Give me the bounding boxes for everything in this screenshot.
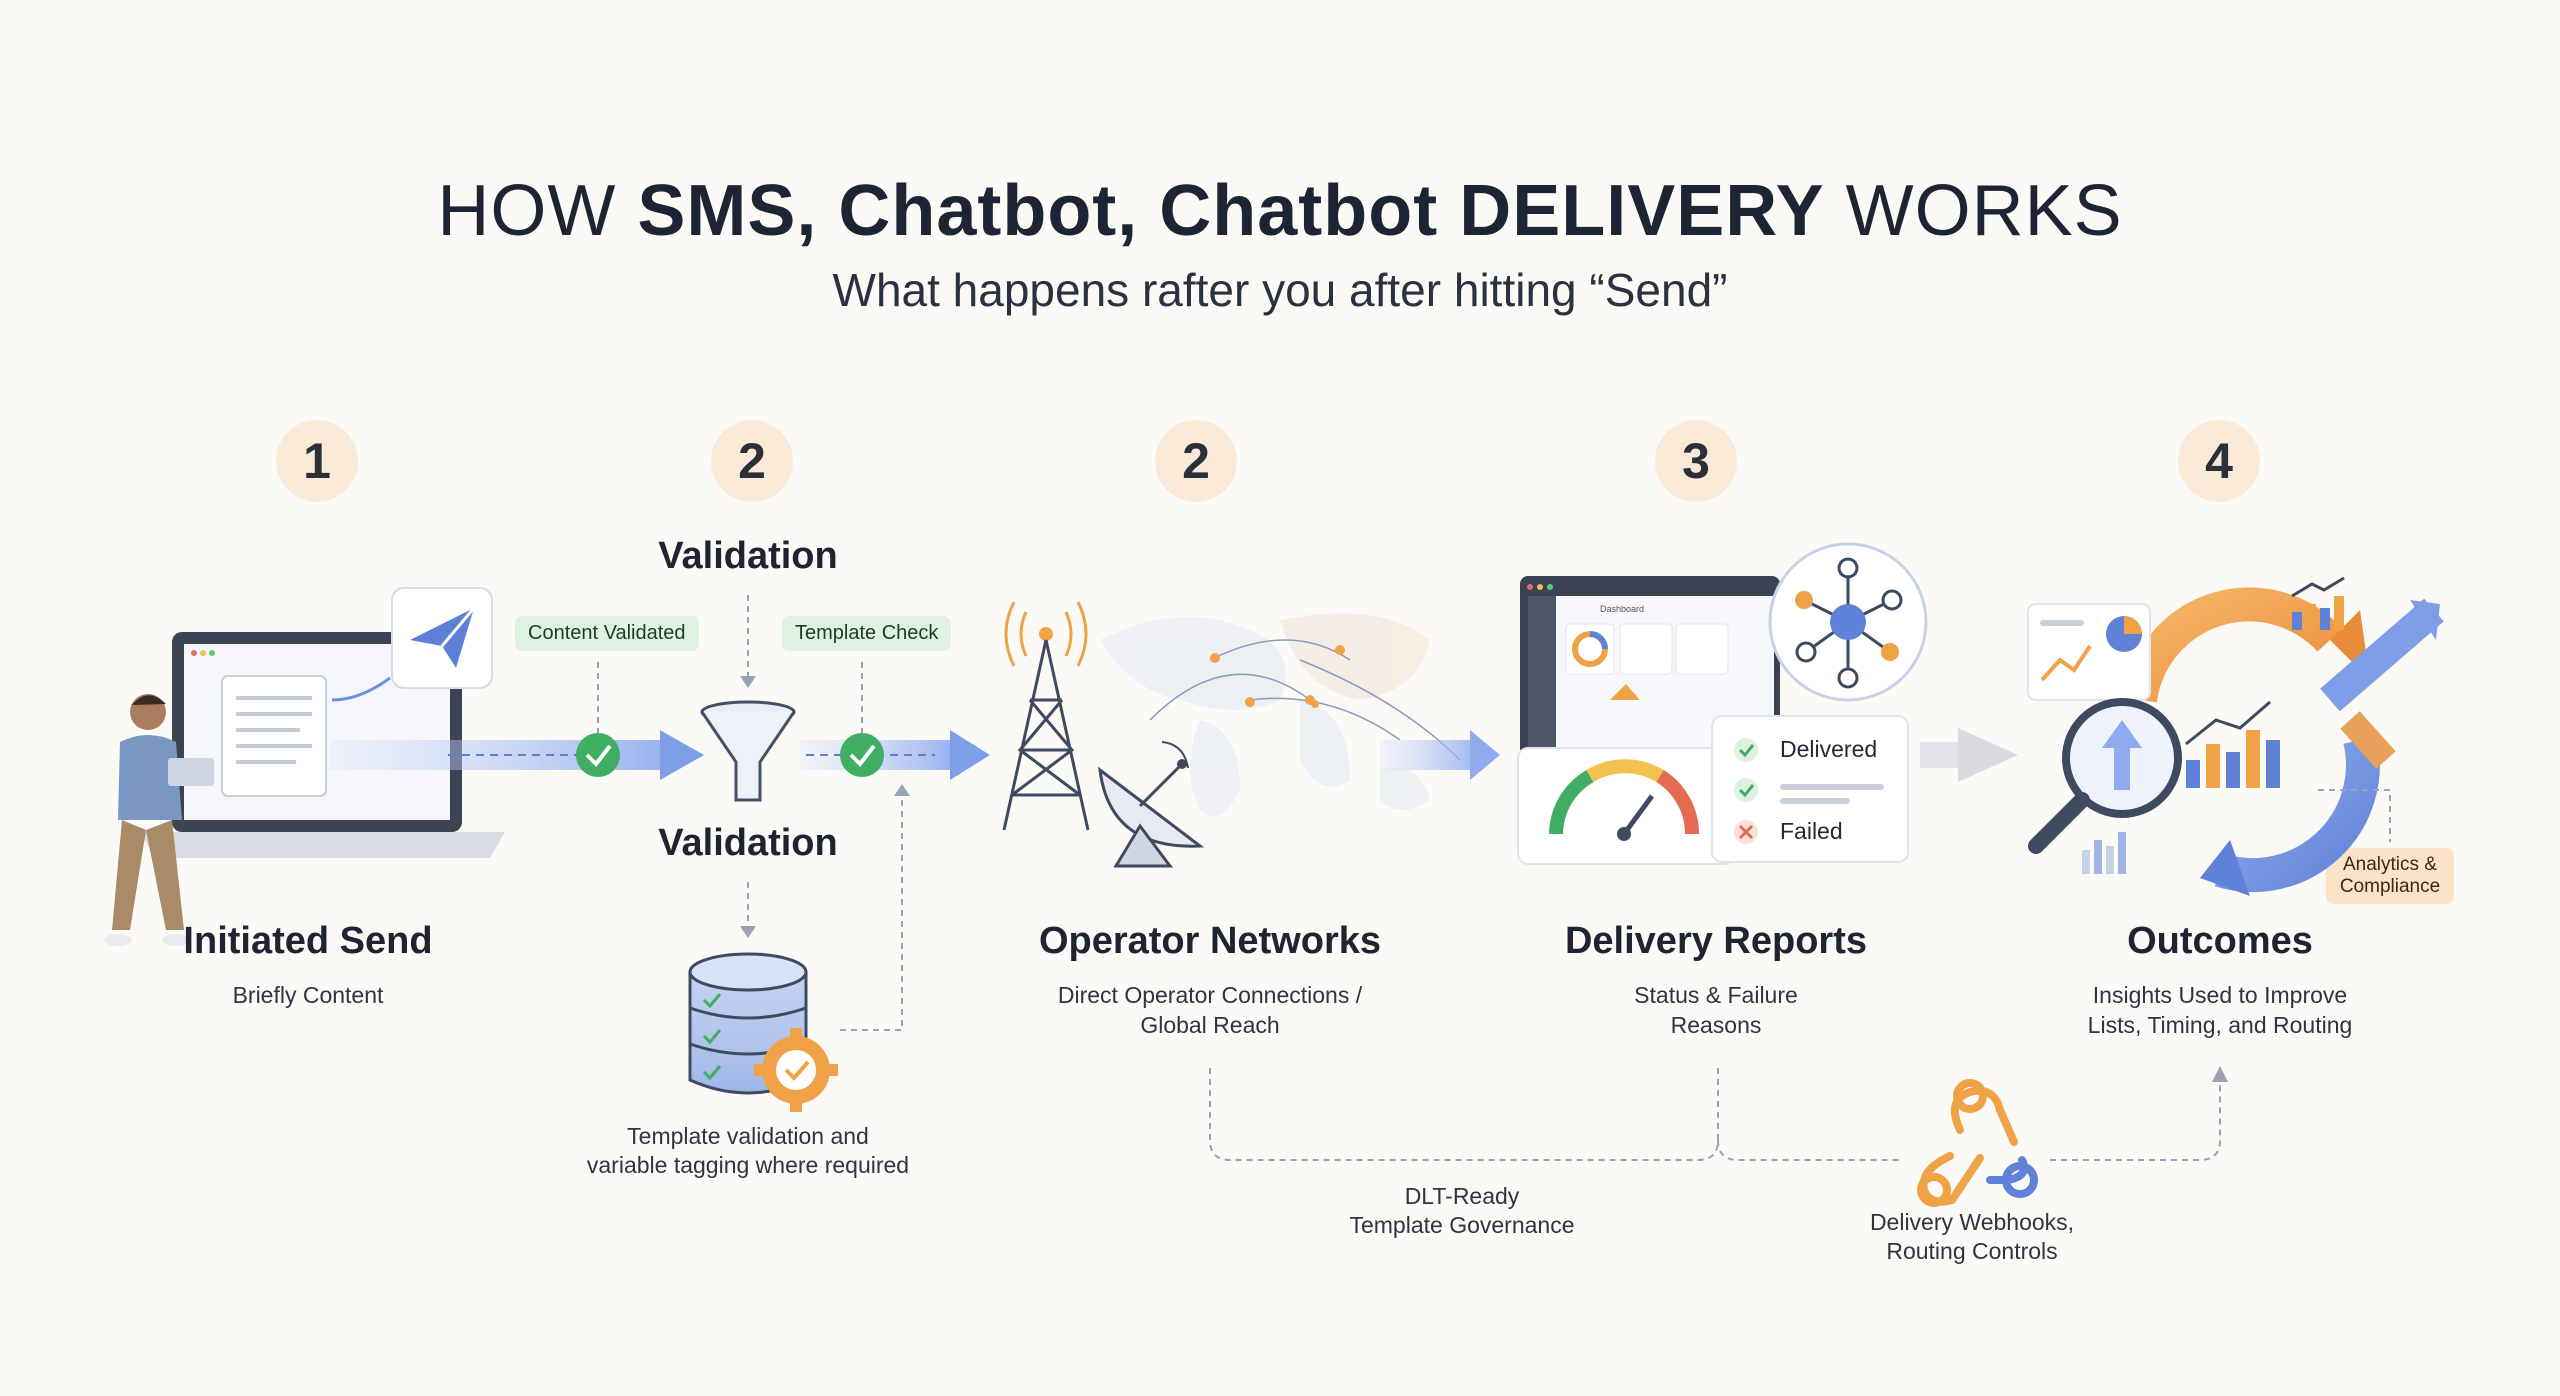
analytics-cycle-icon [2123,587,2444,896]
failed-label: Failed [1780,818,1843,844]
flow-arrow-3 [1380,740,1480,770]
flow-arrowhead-3 [1470,730,1500,780]
stage-desc-delivery-reports: Status & Failure Reasons [1634,982,1798,1038]
check-icon-2 [840,733,884,777]
flow-arrow-4 [1920,742,1960,768]
webhooks-label: Delivery Webhooks, Routing Controls [1869,1209,2075,1264]
template-check-pill: Template Check [782,616,952,651]
validation-title: Validation [658,535,838,577]
stage-desc-outcomes: Insights Used to Improve Lists, Timing, … [2087,982,2353,1038]
stage-title-delivery-reports: Delivery Reports [1564,920,1867,962]
webhooks-icon [1917,1079,2038,1207]
trend-chart-icon [2291,576,2345,630]
page-title: HOW SMS, Chatbot, Chatbot DELIVERY WORKS [437,171,2123,251]
step-badge-4: 3 [1655,420,1737,502]
analytics-compliance-pill: Analytics & Compliance [2326,848,2454,904]
flow-arrowhead-1 [660,730,704,780]
laptop-illustration [140,632,505,858]
network-hub-icon [1768,542,1928,702]
page-subtitle: What happens rafter you after hitting “S… [832,264,1728,316]
flow-arrowhead-2 [950,730,990,780]
gear-check-icon [754,1028,838,1112]
validation-title-lower: Validation [658,822,838,864]
title-bold: SMS, Chatbot, Chatbot DELIVERY [637,171,1825,251]
content-validated-pill: Content Validated [515,616,699,651]
bar-chart-icon [2185,700,2280,788]
stage-title-outcomes: Outcomes [2127,920,2313,962]
check-icon-1 [576,733,620,777]
world-map-icon [1100,613,1430,817]
paper-plane-icon [391,587,493,689]
gauge-card [1517,747,1735,865]
report-chart-card [2027,603,2151,701]
stage-desc-validation: Template validation and variable tagging… [586,1123,910,1178]
delivery-status-card [1711,715,1909,863]
step-badge-2: 2 [711,420,793,502]
step-badge-3: 2 [1155,420,1237,502]
stage-title-initiated-send: Initiated Send [183,920,433,962]
dashboard-label: Dashboard [1600,604,1644,614]
step-badge-1: 1 [276,420,358,502]
stage-desc-initiated-send: Briefly Content [232,982,384,1008]
cell-tower-icon [1002,601,1090,831]
flow-arrowhead-4 [1958,728,2018,782]
person-illustration [104,694,214,946]
mini-bars-icon [2082,832,2126,874]
dlt-governance-label: DLT-Ready Template Governance [1349,1183,1575,1238]
stage-title-operator-networks: Operator Networks [1038,920,1382,962]
satellite-dish-icon [1098,741,1205,868]
funnel-icon [700,700,796,802]
stage-desc-operator-networks: Direct Operator Connections / Global Rea… [1057,982,1363,1038]
step-badge-5: 4 [2178,420,2260,502]
magnifier-icon [2028,698,2182,854]
delivered-label: Delivered [1780,736,1878,762]
